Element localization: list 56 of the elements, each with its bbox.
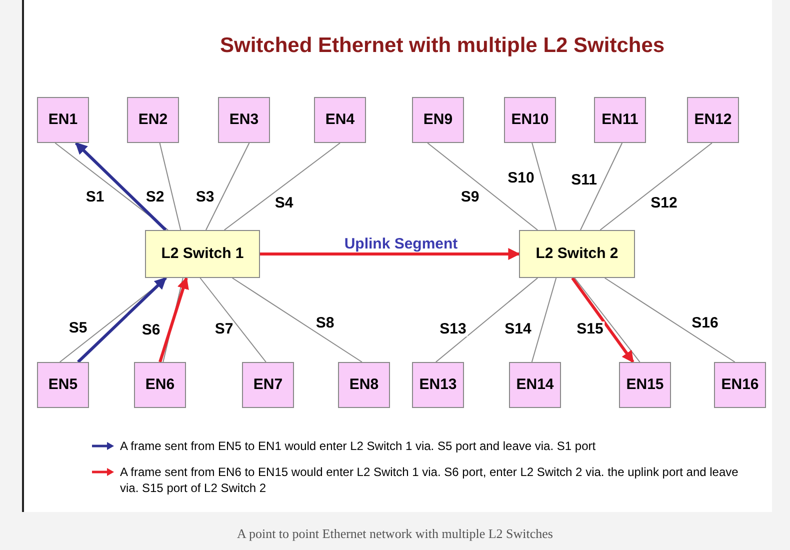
edge-label: Uplink Segment <box>343 236 459 252</box>
edge-label: S6 <box>140 322 162 338</box>
node-box: EN7 <box>242 362 294 408</box>
arrow <box>77 276 167 364</box>
edge-label: S5 <box>68 320 88 336</box>
connector-line <box>435 278 538 362</box>
caption: A point to point Ethernet network with multiple L2 Switches <box>236 525 554 543</box>
edge-label: S12 <box>650 196 678 210</box>
node-box: EN14 <box>509 362 561 408</box>
connector-line <box>427 142 538 230</box>
node-box: EN2 <box>127 97 179 143</box>
connector-line <box>59 278 168 362</box>
node-box: EN3 <box>218 97 270 143</box>
connector-line <box>600 142 712 230</box>
edge-label: S15 <box>576 322 604 336</box>
legend-text: A frame sent from EN5 to EN1 would enter L2 Switch 1 via. S5 port and leave via. S1 port <box>120 438 596 454</box>
edge-label: S7 <box>214 322 234 336</box>
edge-label: S13 <box>438 322 468 336</box>
edge-label: S4 <box>274 196 294 210</box>
connector-line <box>224 142 340 230</box>
node-box: EN5 <box>37 362 89 408</box>
connector-line <box>232 278 362 362</box>
node-box: EN1 <box>37 97 89 143</box>
node-box: EN6 <box>134 362 186 408</box>
node-box: EN13 <box>412 362 464 408</box>
node-box: EN12 <box>687 97 739 143</box>
legend-text: A frame sent from EN6 to EN15 would enter L2 Switch 1 via. S6 port, enter L2 Switch 2 via. the uplink port and leave via. S15 port of L2 Switch 2 <box>120 464 740 496</box>
edge-label: S2 <box>144 190 166 204</box>
connector-line <box>200 278 266 362</box>
switch-box: L2 Switch 2 <box>519 230 635 278</box>
node-box: EN11 <box>594 97 646 143</box>
connector-line <box>205 142 250 230</box>
edge-label: S9 <box>460 190 480 204</box>
arrow <box>260 248 520 260</box>
diagram-title: Switched Ethernet with multiple L2 Switches <box>220 33 665 59</box>
node-box: EN16 <box>714 362 766 408</box>
arrow <box>74 142 167 232</box>
node-box: EN15 <box>619 362 671 408</box>
connector-line <box>531 278 557 362</box>
edge-label: S3 <box>194 190 216 204</box>
edge-label: S8 <box>314 316 336 330</box>
edge-label: S1 <box>84 190 106 204</box>
connector-line <box>604 278 736 362</box>
connector-line <box>159 142 182 230</box>
edge-label: S11 <box>570 172 598 188</box>
node-box: EN4 <box>314 97 366 143</box>
connector-line <box>580 142 623 230</box>
connector-line <box>532 142 557 230</box>
node-box: EN10 <box>504 97 556 143</box>
node-box: EN9 <box>412 97 464 143</box>
arrow <box>158 276 189 362</box>
switch-box: L2 Switch 1 <box>145 230 260 278</box>
node-box: EN8 <box>338 362 390 408</box>
edge-label: S10 <box>506 170 536 186</box>
edge-label: S16 <box>690 316 720 330</box>
edge-label: S14 <box>504 322 532 336</box>
